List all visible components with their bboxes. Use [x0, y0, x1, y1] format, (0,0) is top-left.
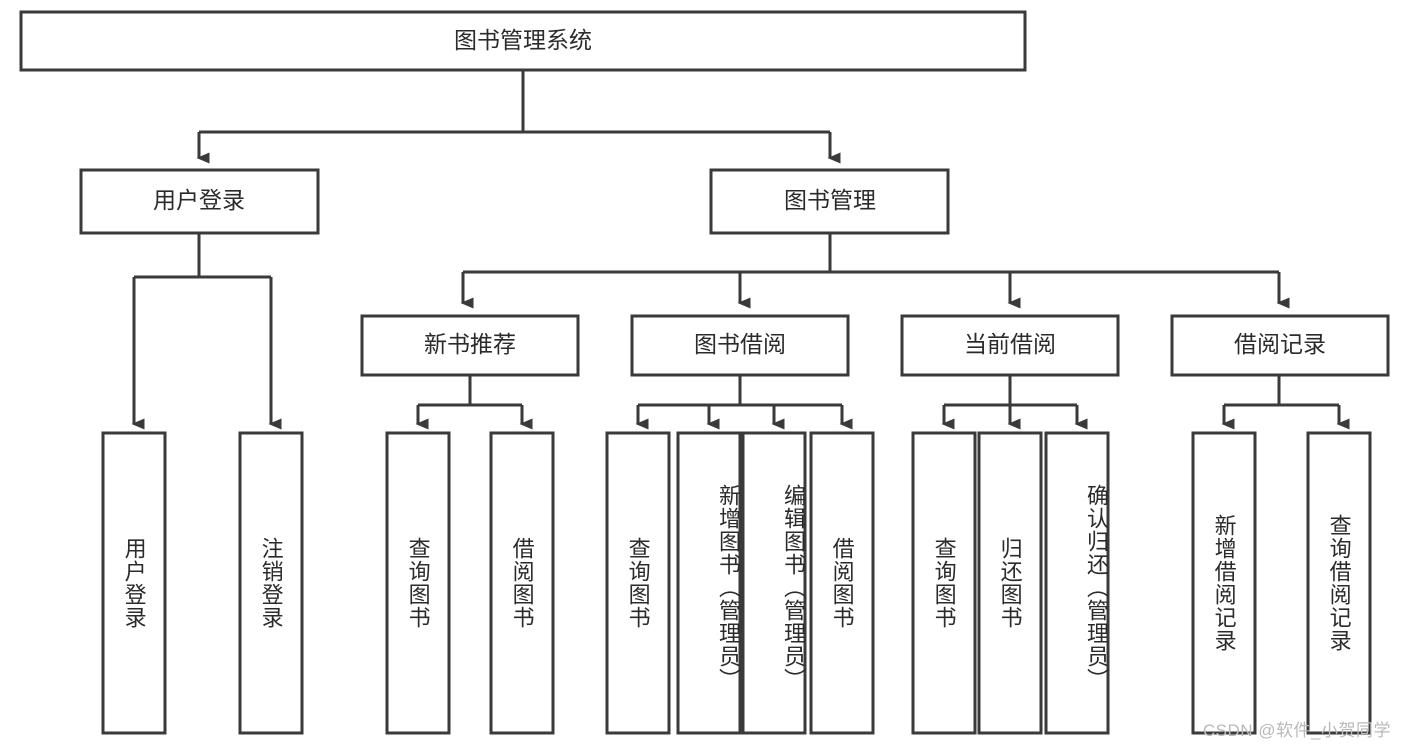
- node-user-login[interactable]: 用户登录: [79, 168, 320, 235]
- node-leaf-borrow-book-2-box[interactable]: [809, 431, 875, 735]
- node-new-book-recommend-label: 新书推荐: [424, 331, 516, 357]
- node-leaf-query-book-2-box[interactable]: [605, 431, 671, 735]
- node-leaf-query-book-1-box[interactable]: [385, 431, 451, 735]
- connector-group-current-borrow: [941, 375, 1088, 430]
- node-current-borrow-box[interactable]: [900, 314, 1120, 377]
- node-leaf-user-login-box[interactable]: [101, 431, 167, 735]
- watermark-text: CSDN @软件_小贺同学: [1202, 721, 1391, 740]
- node-book-manage[interactable]: 图书管理: [709, 168, 950, 235]
- node-leaf-confirm-return-box[interactable]: [1044, 431, 1110, 735]
- node-leaf-borrow-book-1-box[interactable]: [489, 431, 555, 735]
- node-book-borrow[interactable]: 图书借阅: [630, 314, 850, 377]
- node-user-login-box[interactable]: [79, 168, 320, 235]
- connector-group-user-login: [131, 233, 282, 430]
- node-borrow-record-box[interactable]: [1170, 314, 1390, 377]
- node-borrow-record-label: 借阅记录: [1234, 331, 1326, 357]
- connector-group-new-book-recommend: [415, 375, 533, 430]
- node-leaf-return-book-box[interactable]: [977, 431, 1043, 735]
- node-current-borrow[interactable]: 当前借阅: [900, 314, 1120, 377]
- node-book-borrow-label: 图书借阅: [694, 331, 786, 357]
- node-leaf-edit-book-box[interactable]: [741, 431, 807, 735]
- node-new-book-recommend-box[interactable]: [360, 314, 580, 377]
- connector-group-root: [196, 70, 841, 164]
- node-root[interactable]: 图书管理系统: [19, 10, 1027, 72]
- node-book-borrow-box[interactable]: [630, 314, 850, 377]
- node-new-book-recommend[interactable]: 新书推荐: [360, 314, 580, 377]
- leaf-boxes[interactable]: [101, 431, 1372, 735]
- node-book-manage-label: 图书管理: [784, 187, 876, 213]
- node-current-borrow-label: 当前借阅: [964, 331, 1056, 357]
- node-leaf-query-record-box[interactable]: [1306, 431, 1372, 735]
- connector-group-book-borrow: [635, 375, 853, 430]
- node-book-manage-box[interactable]: [709, 168, 950, 235]
- node-leaf-user-logout-box[interactable]: [238, 431, 304, 735]
- node-root-label: 图书管理系统: [454, 27, 592, 53]
- node-leaf-add-record-box[interactable]: [1191, 431, 1257, 735]
- connector-group-book-manage: [460, 233, 1290, 309]
- node-user-login-label: 用户登录: [153, 187, 245, 213]
- connector-group-borrow-record: [1221, 375, 1350, 430]
- node-root-box[interactable]: [19, 10, 1027, 72]
- node-leaf-add-book-box[interactable]: [676, 431, 742, 735]
- node-leaf-query-book-3-box[interactable]: [911, 431, 977, 735]
- node-borrow-record[interactable]: 借阅记录: [1170, 314, 1390, 377]
